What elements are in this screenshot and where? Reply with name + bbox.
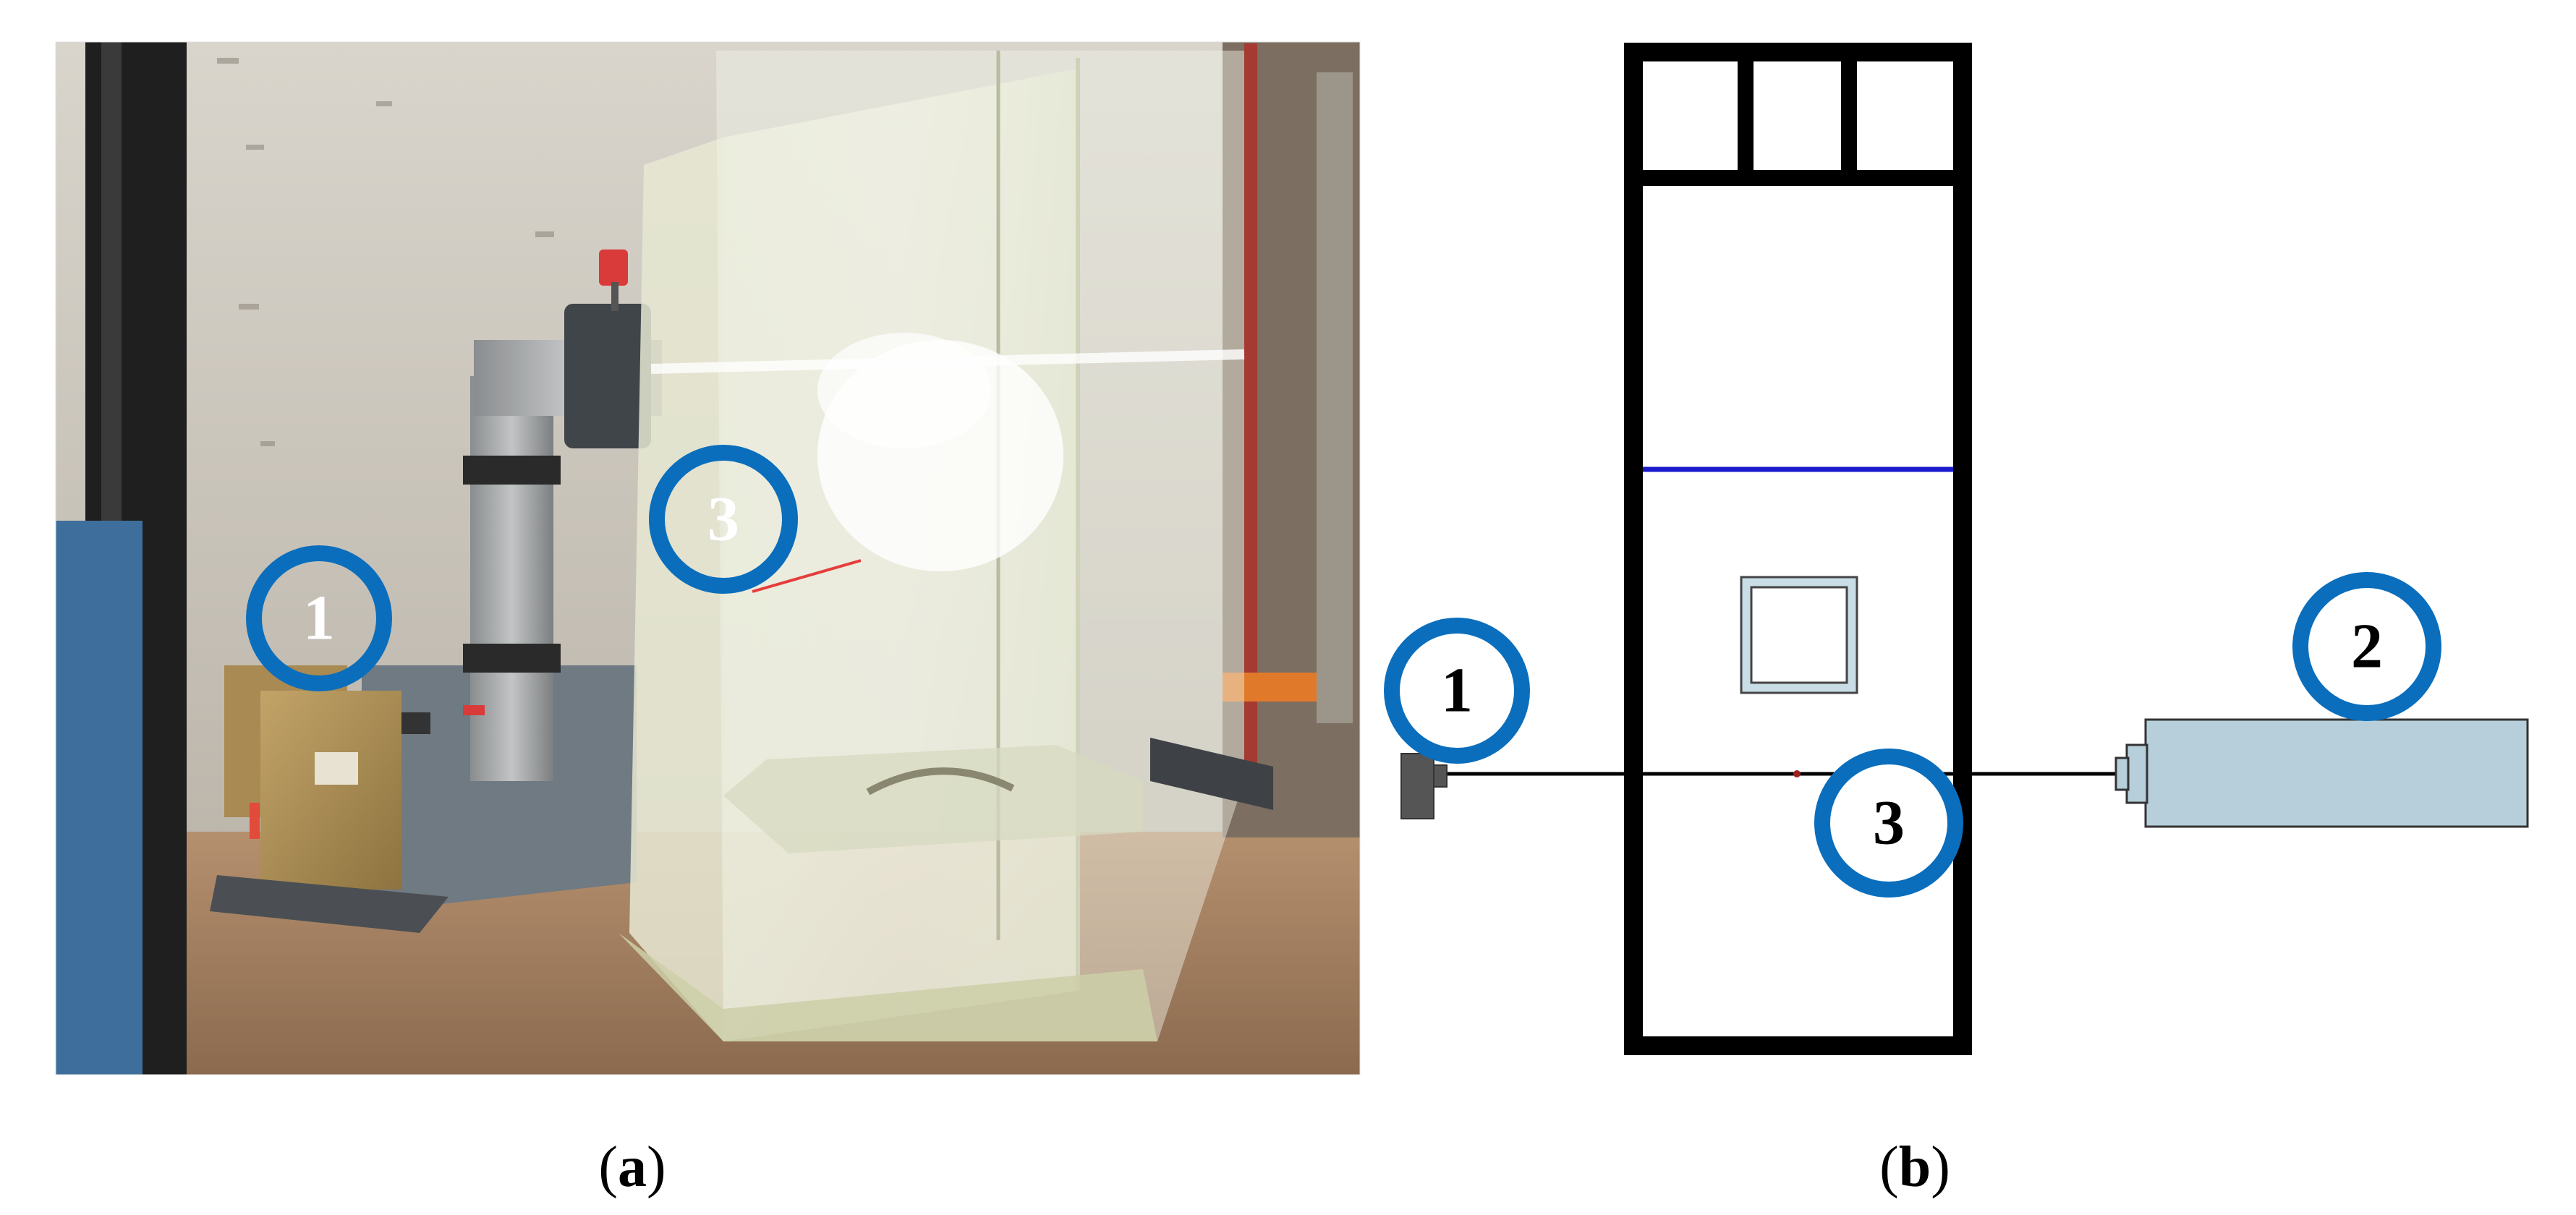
grey-pipe-vertical [470,376,553,781]
sensor-box-front [260,691,401,890]
panel-a-photo [55,41,1361,1075]
panel-b-marker-1: 1 [1384,618,1530,764]
tank-outline [1624,43,1972,1055]
panel-b-caption: (b) [1879,1135,1950,1199]
panel-b-marker-3: 3 [1814,749,1963,898]
right-rail [1150,738,1273,810]
compartment-divider-1 [1738,52,1754,179]
panel-a-caption: (a) [598,1135,666,1199]
marker-label: 3 [707,485,739,555]
beam-point [1793,770,1801,777]
caption-letter: b [1899,1135,1931,1199]
caption-letter: a [618,1135,647,1199]
top-compartments-bar [1633,170,1963,186]
panel-b-marker-2: 2 [2292,572,2441,721]
marker-ring [649,445,798,594]
marker-ring [246,545,392,691]
blue-container [56,521,143,1075]
window-frame-inner [1750,586,1848,684]
water-surface [650,349,1245,374]
caption-open: ( [1879,1135,1899,1199]
panel-a-marker-3: 3 [649,445,798,594]
marker-ring [1814,749,1963,898]
receiver-step-2 [2114,756,2130,791]
valve [564,304,651,448]
receiver-body [2144,718,2529,828]
caption-close: ) [1931,1135,1950,1199]
marker-label: 1 [1441,656,1473,726]
tank-base [619,933,1157,1041]
receiver-step-1 [2125,743,2148,804]
panel-a-marker-1: 1 [246,545,392,691]
tank-insert [723,745,1143,853]
emitter-nozzle [1433,764,1448,788]
caption-close: ) [647,1135,666,1199]
caption-open: ( [598,1135,618,1199]
marker-label: 2 [2351,612,2383,682]
marker-ring [2292,572,2441,721]
marker-label: 1 [303,584,335,654]
compartment-divider-2 [1841,52,1857,179]
panel-b-schematic [1400,43,2529,1055]
laser-beam [752,559,862,593]
marker-label: 3 [1873,788,1905,858]
wall-marks [217,58,554,446]
sensor-rail [210,875,449,933]
marker-ring [1384,618,1530,764]
emitter-body [1400,753,1434,819]
